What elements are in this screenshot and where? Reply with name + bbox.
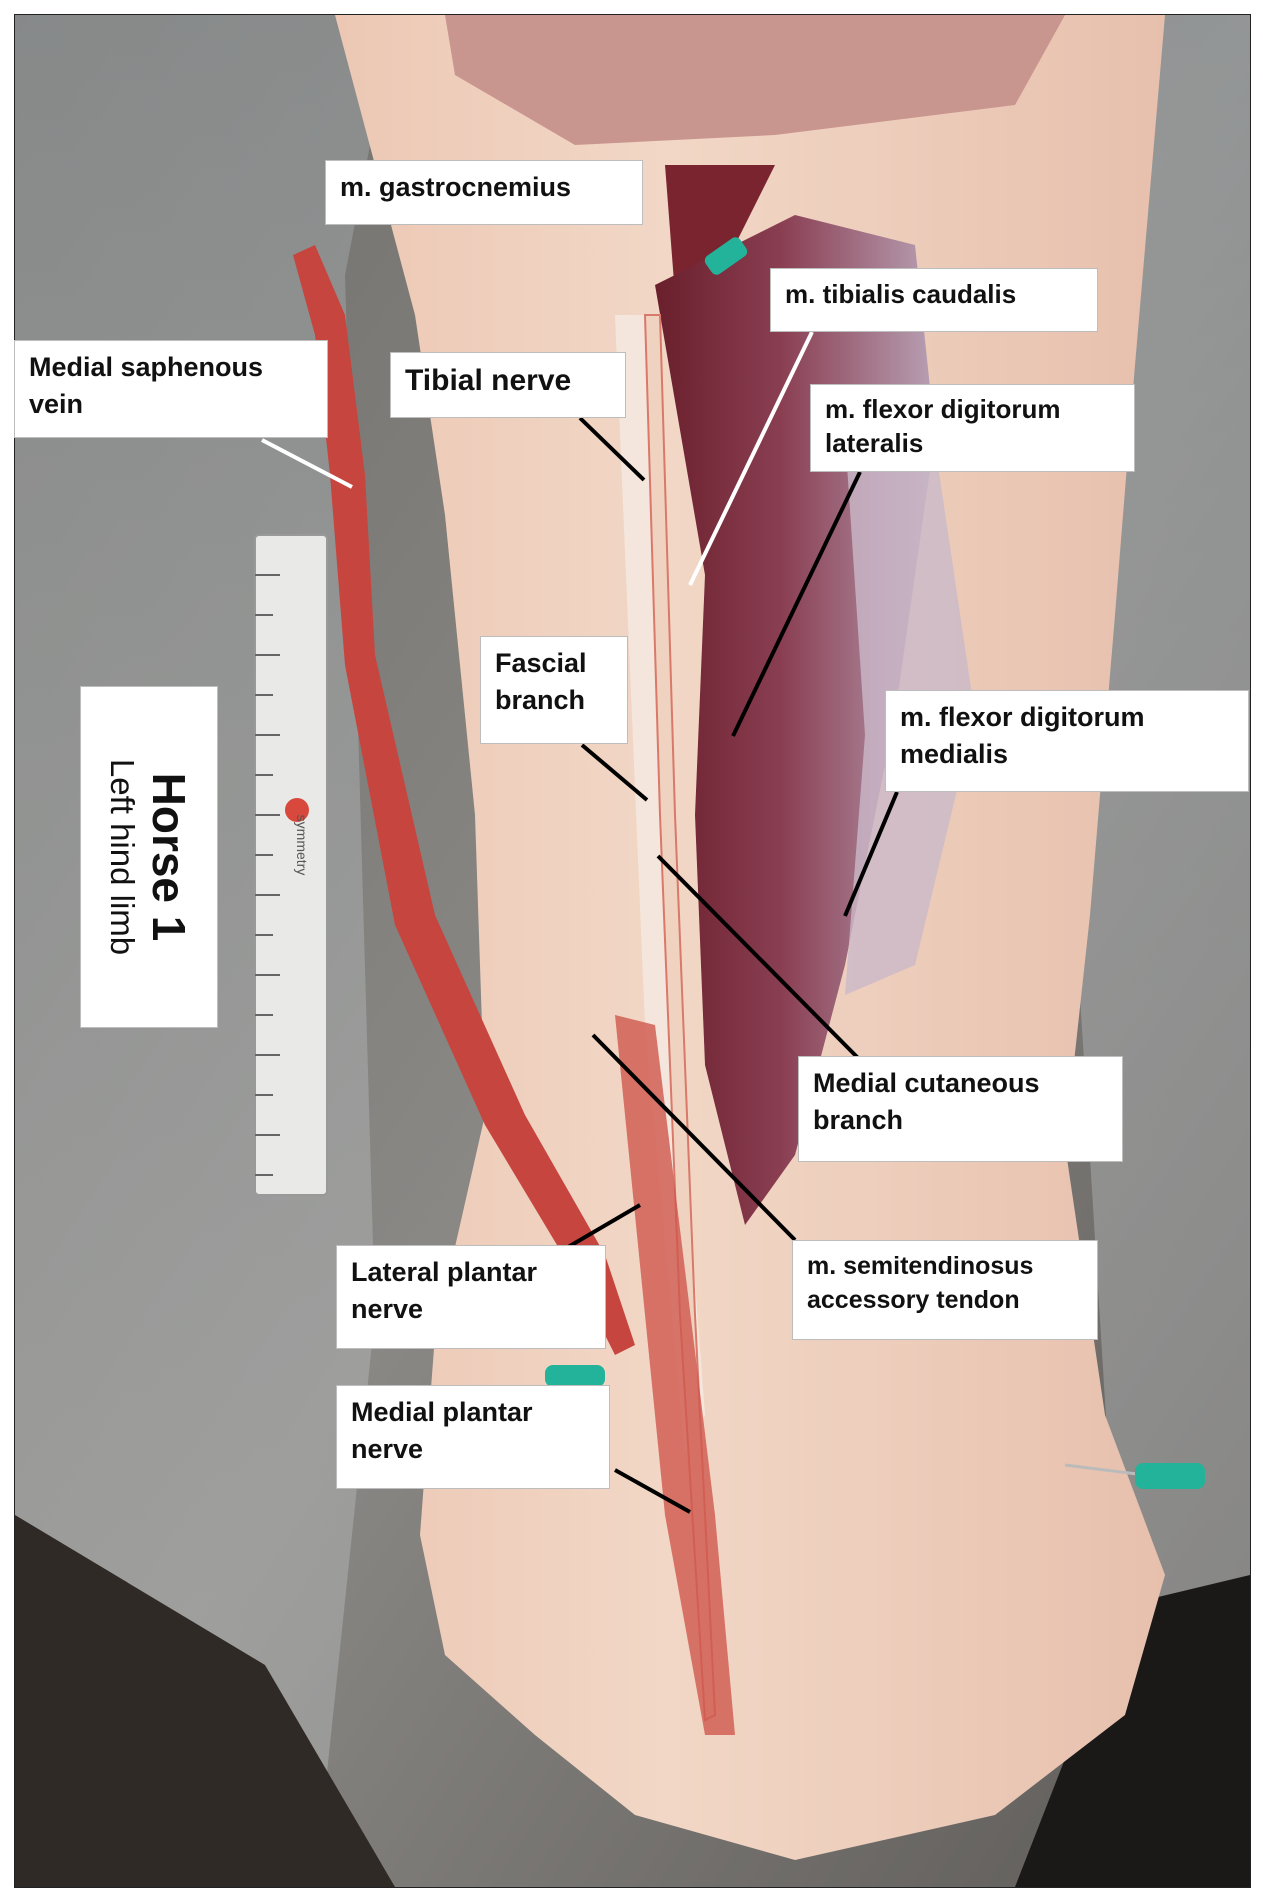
ruler-ticks bbox=[255, 574, 280, 1176]
label-cutaneous-branch: Medial cutaneous branch bbox=[798, 1056, 1123, 1162]
label-tibial-nerve: Tibial nerve bbox=[390, 352, 626, 418]
limb-side: Left hind limb bbox=[104, 758, 142, 956]
label-gastrocnemius: m. gastrocnemius bbox=[325, 160, 643, 225]
gastrocnemius-belly bbox=[665, 165, 775, 295]
specimen-title: Horse 1 bbox=[143, 772, 196, 942]
ruler-logo-icon bbox=[285, 798, 309, 822]
needle-top-icon bbox=[704, 237, 748, 275]
needle-middle-icon bbox=[545, 1365, 605, 1387]
dark-corner bbox=[15, 1515, 395, 1887]
label-saphenous-vein: Medial saphenous vein bbox=[14, 340, 328, 438]
label-semitendinosus: m. semitendinosus accessory tendon bbox=[792, 1240, 1098, 1340]
label-tibialis-caudalis: m. tibialis caudalis bbox=[770, 268, 1098, 332]
label-fdl: m. flexor digitorum lateralis bbox=[810, 384, 1135, 472]
ruler-brand: symmetry bbox=[294, 815, 310, 876]
specimen-tag: Horse 1 Left hind limb bbox=[80, 686, 218, 1028]
ruler bbox=[254, 534, 328, 1196]
label-lateral-plantar: Lateral plantar nerve bbox=[336, 1245, 606, 1349]
needle-right-icon bbox=[1064, 1463, 1205, 1489]
hoof bbox=[1015, 1575, 1250, 1887]
label-fdm: m. flexor digitorum medialis bbox=[885, 690, 1249, 792]
upper-muscle bbox=[445, 15, 1065, 145]
label-fascial-branch: Fascial branch bbox=[480, 636, 628, 744]
label-medial-plantar: Medial plantar nerve bbox=[336, 1385, 610, 1489]
